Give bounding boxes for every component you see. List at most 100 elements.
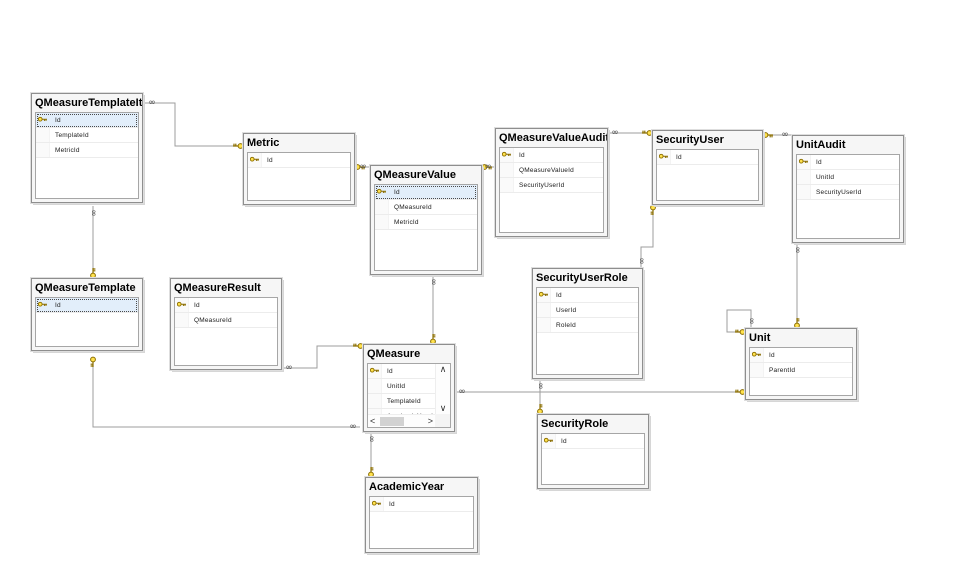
field-row[interactable]: SecurityUserId [500,178,603,193]
many-marker: ∞ [366,435,376,443]
field-rows: Id [370,497,473,512]
field-row[interactable]: Id [542,434,644,449]
field-row[interactable]: Id [797,155,899,170]
table-field-grid: Id [541,433,645,485]
table-title: SecurityRole [541,418,609,430]
field-name: SecurityUserId [816,188,862,196]
field-row[interactable]: Id [657,150,758,165]
relationship-QMeasureTemplate-QMeasure[interactable] [92,357,360,428]
field-row[interactable]: MetricId [375,215,477,230]
key-cell [537,318,551,332]
field-name: TemplateId [55,131,89,139]
key-cell [657,150,671,164]
table-field-grid: Id [247,152,351,201]
field-row[interactable]: QMeasureId [175,313,277,328]
relationship-QMeasureResult-QMeasure[interactable] [282,345,363,369]
vertical-scrollbar[interactable]: ∧∨ [435,364,450,414]
field-rows: Id [36,298,138,313]
field-row[interactable]: UserId [537,303,638,318]
key-cell [368,394,382,408]
primary-key-icon [369,367,379,373]
many-marker: ∞ [458,387,466,397]
field-row[interactable]: MetricId [36,143,138,158]
field-row[interactable]: Id [375,185,477,200]
many-marker: ∞ [792,246,802,254]
key-cell [248,153,262,167]
scroll-up-button[interactable]: ∧ [439,364,447,374]
field-row[interactable]: Id [248,153,350,168]
field-name: Id [676,153,682,161]
many-marker: ∞ [636,257,646,265]
field-row[interactable]: RoleId [537,318,638,333]
key-marker [650,204,656,215]
field-name: Id [769,351,775,359]
field-row[interactable]: ParentId [750,363,852,378]
relationship-SecurityUser-SecurityUserRole[interactable] [640,205,654,268]
table-field-grid: Id [656,149,759,201]
field-row[interactable]: Id [750,348,852,363]
primary-key-icon [538,291,548,297]
scroll-right-button[interactable]: > [427,415,433,426]
table-field-grid: Id [35,297,139,347]
table-QMeasure[interactable]: QMeasureIdUnitIdTemplateIdAcademicYearId… [363,344,455,432]
scrollbar-thumb[interactable] [380,416,405,426]
field-row[interactable]: Id [36,298,138,313]
many-marker: ∞ [359,162,367,172]
horizontal-scrollbar[interactable]: <> [368,414,435,427]
key-marker [762,132,773,138]
field-name: Id [55,116,61,124]
primary-key-icon [249,156,259,162]
field-row[interactable]: Id [370,497,473,512]
table-title: Metric [247,137,280,149]
field-row[interactable]: TemplateId [36,128,138,143]
field-row[interactable]: Id [537,288,638,303]
primary-key-icon [543,437,553,443]
scroll-left-button[interactable]: < [370,415,376,426]
scroll-down-button[interactable]: ∨ [439,403,447,413]
field-row[interactable]: SecurityUserId [797,185,899,200]
field-row[interactable]: TemplateId [368,394,435,409]
field-name: UnitId [816,173,835,181]
key-marker [368,467,374,478]
relationship-QMeasureTemplateIter-Metric[interactable] [145,102,243,147]
key-cell [750,348,764,362]
primary-key-icon [371,500,381,506]
field-row[interactable]: Id [175,298,277,313]
field-row[interactable]: QMeasureValueId [500,163,603,178]
field-name: RoleId [556,321,576,329]
key-marker [353,343,364,349]
scrollbar-corner [435,414,450,427]
field-name: SecurityUserId [519,181,565,189]
field-row[interactable]: UnitId [368,379,435,394]
field-name: Id [561,437,567,445]
field-row[interactable]: Id [368,364,435,379]
field-row[interactable]: QMeasureId [375,200,477,215]
field-name: Id [389,500,395,508]
key-cell [542,434,556,448]
relationship-Unit-Unit[interactable] [726,309,752,333]
field-row[interactable]: UnitId [797,170,899,185]
field-row[interactable]: Id [36,113,138,128]
field-row[interactable]: Id [500,148,603,163]
key-marker [354,164,365,170]
